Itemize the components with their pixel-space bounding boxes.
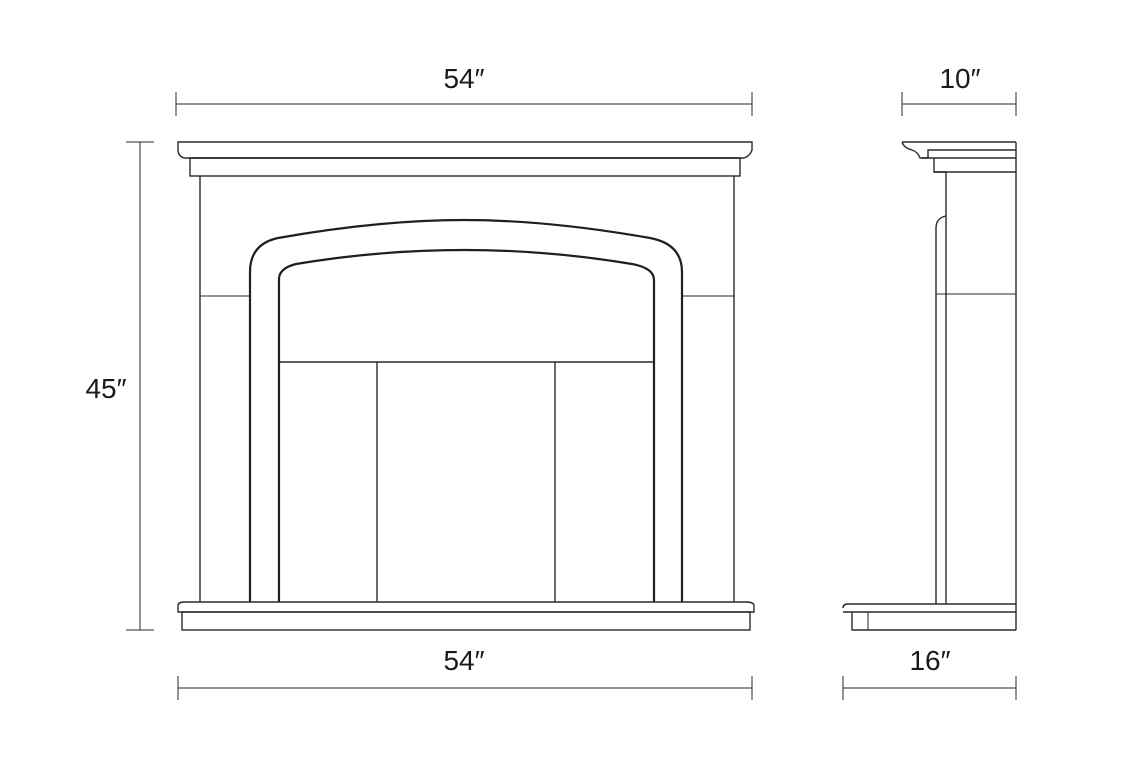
mantel-top-slab xyxy=(177,141,753,159)
side-hearth-profile xyxy=(842,603,1016,631)
side-bottom-depth-dimension: 16″ xyxy=(842,645,1017,700)
front-height-label: 45″ xyxy=(85,373,126,404)
front-bottom-width-dimension: 54″ xyxy=(177,645,753,700)
mantel-shelf xyxy=(177,141,753,177)
front-height-dimension: 45″ xyxy=(85,141,154,631)
hearth xyxy=(177,601,755,631)
arch-inner-curve xyxy=(277,248,656,602)
firebox-panels xyxy=(279,361,654,602)
side-hearth-base xyxy=(851,612,1016,631)
side-top-depth-label: 10″ xyxy=(939,63,980,94)
surround-body xyxy=(199,176,735,602)
side-arch-projection xyxy=(935,215,947,604)
arch-outer-curve xyxy=(248,218,684,602)
side-mantel-profile xyxy=(901,141,1016,176)
side-frieze-step xyxy=(933,158,947,176)
arch-surround xyxy=(248,218,684,602)
front-top-width-dimension: 54″ xyxy=(175,63,753,116)
side-top-depth-dimension: 10″ xyxy=(901,63,1017,116)
front-top-width-label: 54″ xyxy=(443,63,484,94)
side-hearth-top xyxy=(842,603,1016,609)
hearth-top-slab xyxy=(177,601,755,613)
side-bottom-depth-label: 16″ xyxy=(909,645,950,676)
side-view: 10″ 16″ xyxy=(842,63,1017,700)
side-mantel-molding xyxy=(901,141,1016,159)
front-bottom-width-label: 54″ xyxy=(443,645,484,676)
mantel-frieze-band xyxy=(189,157,741,177)
hearth-base xyxy=(181,611,751,631)
side-body xyxy=(935,142,1017,630)
front-view: 54″ 45″ 54″ xyxy=(85,63,755,700)
